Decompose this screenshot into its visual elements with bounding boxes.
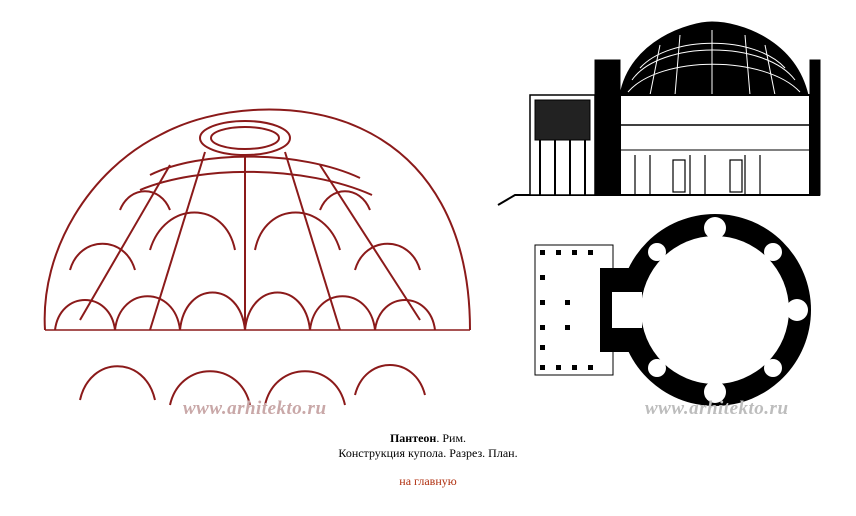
- figure-caption: Пантеон. Рим. Конструкция купола. Разрез…: [0, 431, 856, 461]
- watermark-right: www.arhitekto.ru: [645, 398, 789, 419]
- plan-drawing: [534, 214, 811, 406]
- home-link-row: на главную: [0, 474, 856, 489]
- dome-construction-drawing: [43, 108, 471, 406]
- caption-title: Пантеон: [389, 431, 437, 445]
- caption-location: . Рим.: [436, 431, 467, 445]
- section-drawing: [497, 21, 821, 206]
- caption-line-1: Пантеон. Рим.: [0, 431, 856, 446]
- pantheon-drawings: [43, 21, 821, 406]
- caption-line-2: Конструкция купола. Разрез. План.: [338, 446, 518, 460]
- watermark-left: www.arhitekto.ru: [183, 398, 327, 419]
- home-link[interactable]: на главную: [399, 474, 457, 488]
- pantheon-figure: [43, 21, 821, 406]
